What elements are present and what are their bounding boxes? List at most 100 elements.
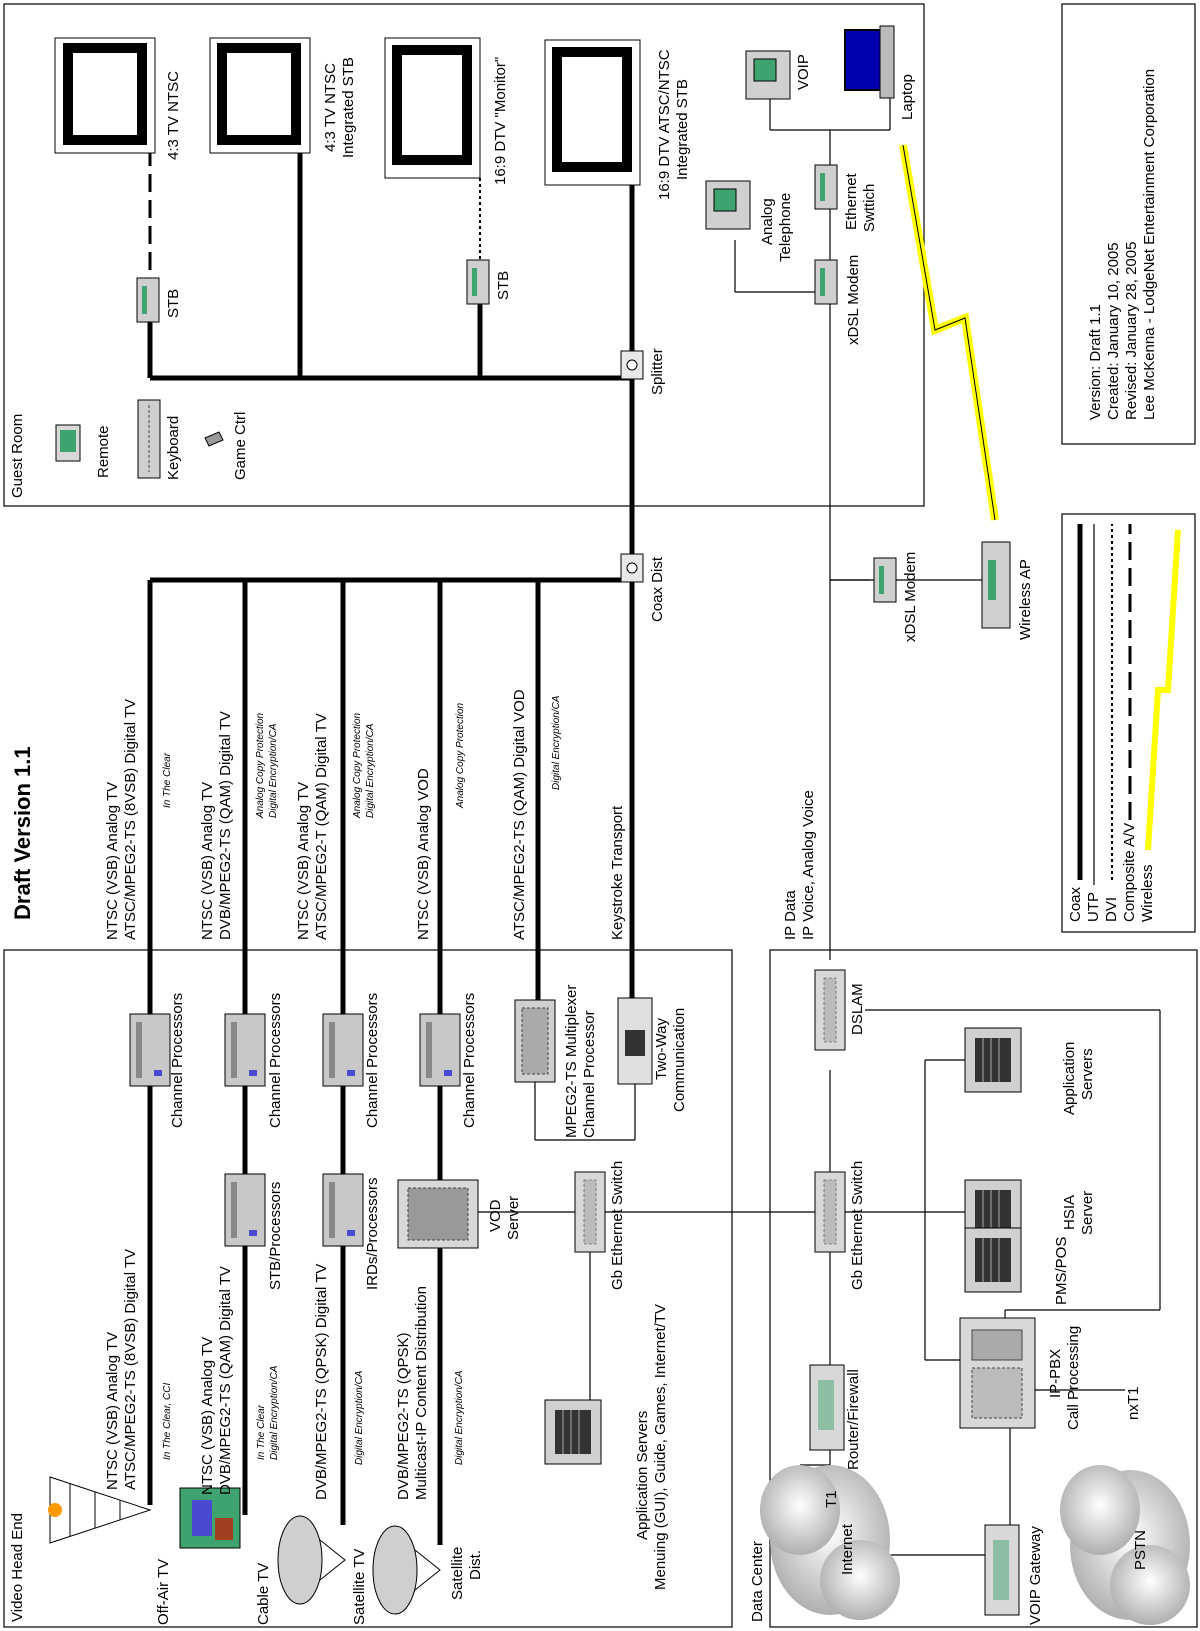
gb-switch-head-end-label: Gb Ethernet Switch [609, 1161, 626, 1290]
channel-processors-label-3: Channel Processors [364, 993, 381, 1128]
legend-wireless-bolt [1145, 529, 1181, 851]
xdsl-modem-room [814, 259, 838, 305]
legend-composite-label: Composite A/V [1121, 823, 1138, 922]
transport-5-line1: ATSC/MPEG2-TS (QAM) Digital VOD [511, 689, 528, 940]
stb-1 [136, 277, 160, 323]
transport-1-note: In The Clear [162, 752, 173, 808]
transport-2-line1: NTSC (VSB) Analog TV [199, 782, 216, 940]
transport-3-line2: ATSC/MPEG2-T (QAM) Digital TV [313, 713, 330, 940]
dtv-16-9-monitor: 16:9 DTV "Monitor" [384, 37, 509, 185]
pstn-cloud-icon [1060, 1465, 1190, 1625]
dc-app-label-2: Servers [1079, 1048, 1096, 1100]
channel-processor-2 [224, 1013, 266, 1087]
legend-dvi-label: DVI [1103, 897, 1120, 922]
analog-telephone-icon [705, 180, 751, 230]
channel-processors-label-4: Channel Processors [461, 993, 478, 1128]
version-line: Version: Draft 1.1 [1087, 304, 1104, 420]
video-head-end-frame [3, 949, 733, 1628]
cable-tv-icon [179, 1487, 241, 1549]
transport-1-line1: NTSC (VSB) Analog TV [104, 782, 121, 940]
data-center-label: Data Center [749, 1541, 766, 1622]
satellite-tv-dish-icon [277, 1515, 346, 1605]
wireless-ap-device [981, 541, 1011, 629]
revised-line: Revised: January 28, 2005 [1123, 242, 1140, 420]
tv2-label-1: 4:3 TV NTSC [322, 63, 339, 152]
channel-processor-4 [419, 1013, 461, 1087]
app-servers-label-2: Menuing (GUI), Guide, Games, Internet/TV [652, 1304, 669, 1590]
hsia-label-1: HSIA [1061, 1195, 1078, 1230]
t1-label: T1 [823, 1490, 840, 1508]
tv4-label-1: 16:9 DTV ATSC/NTSC [656, 49, 673, 200]
app-servers-label-1: Application Servers [634, 1411, 651, 1540]
data-center-frame [769, 949, 1198, 1628]
two-way-label-2: Communication [671, 1008, 688, 1112]
source-2-note1: In The Clear [256, 1404, 267, 1460]
gb-switch-data-center [814, 1171, 846, 1253]
source-4-line2: Multicast-IP Content Distribution [413, 1286, 430, 1500]
channel-processors-label-1: Channel Processors [169, 993, 186, 1128]
vod-label-1: VOD [487, 1199, 504, 1232]
transport-2-line2: DVB/MPEG2-TS (QAM) Digital TV [217, 711, 234, 940]
pstn-label: PSTN [1132, 1530, 1149, 1570]
transport-2-note2: Digital Encryption/CA [268, 723, 279, 818]
source-3-note: Digital Encryption/CA [354, 1370, 365, 1465]
internet-label: Internet [839, 1523, 856, 1575]
pms-label: PMS/POS [1053, 1237, 1070, 1305]
xdsl-room-label: xDSL Modem [845, 255, 862, 345]
application-servers-data-center [964, 1027, 1022, 1093]
game-controller-icon [204, 431, 224, 447]
ethernet-switch-room [814, 164, 838, 210]
hsia-label-2: Server [1079, 1191, 1096, 1235]
author-line: Lee McKenna - LodgeNet Entertainment Cor… [1141, 69, 1158, 420]
dtv-16-9-integrated-stb: 16:9 DTV ATSC/NTSC Integrated STB [544, 39, 691, 200]
vod-label-2: Server [505, 1196, 522, 1240]
ird-processors-device [322, 1173, 364, 1247]
cable-tv-label: Cable TV [255, 1563, 272, 1625]
source-3-line1: DVB/MPEG2-TS (QPSK) Digital TV [313, 1264, 330, 1500]
ippbx-label-1: IP-PBX [1047, 1349, 1064, 1398]
tv3-label: 16:9 DTV "Monitor" [492, 57, 509, 185]
transport-4-note: Analog Copy Protection [455, 702, 466, 809]
tv-4-3-integrated-stb: 4:3 TV NTSC Integrated STB [209, 37, 357, 158]
remote-label: Remote [95, 425, 112, 478]
dslam-device [814, 969, 846, 1051]
splitter-label: Splitter [649, 348, 666, 395]
tv2-label-2: Integrated STB [340, 57, 357, 158]
source-2-line2: DVB/MPEG2-TS (QAM) Digital TV [217, 1266, 234, 1495]
internet-cloud-icon [760, 1465, 900, 1620]
game-ctrl-label: Game Ctrl [232, 412, 249, 480]
dc-app-label-1: Application [1061, 1042, 1078, 1115]
gb-switch-head-end [574, 1171, 606, 1253]
tv-4-3-ntsc: 4:3 TV NTSC [54, 37, 182, 160]
laptop-label: Laptop [899, 74, 916, 120]
satellite-dist-label-2: Dist. [467, 1550, 484, 1580]
channel-processors-label-2: Channel Processors [267, 993, 284, 1128]
two-way-communication-device [617, 997, 653, 1085]
mux-label-1: MPEG2-TS Multiplexer [563, 985, 580, 1138]
stb-processors-label: STB/Processors [267, 1182, 284, 1290]
keyboard-label: Keyboard [165, 416, 182, 480]
transport-3-note2: Digital Encryption/CA [365, 723, 376, 818]
voip-gateway-device [984, 1524, 1020, 1616]
splitter-device [620, 350, 644, 380]
source-1-line1: NTSC (VSB) Analog TV [104, 1332, 121, 1490]
transport-5-note: Digital Encryption/CA [551, 695, 562, 790]
laptop-icon [844, 25, 895, 99]
gb-switch-data-center-label: Gb Ethernet Switch [849, 1161, 866, 1290]
source-2-note2: Digital Encryption/CA [269, 1365, 280, 1460]
satellite-dist-label-1: Satellite [449, 1547, 466, 1600]
source-4-note: Digital Encryption/CA [454, 1370, 465, 1465]
ippbx-label-2: Call Processing [1065, 1326, 1082, 1430]
voip-gateway-label: VOIP Gateway [1027, 1526, 1044, 1625]
two-way-label-1: Two-Way [653, 1018, 670, 1080]
created-line: Created: January 10, 2005 [1105, 242, 1122, 420]
ip-pbx-device [959, 1317, 1036, 1429]
router-label: Router/Firewall [845, 1369, 862, 1470]
satellite-dist-dish-icon [372, 1525, 441, 1615]
xdsl-modem-mid [873, 557, 897, 603]
satellite-tv-label: Satellite TV [351, 1549, 368, 1625]
stb-processors-device [224, 1173, 266, 1247]
ip-voice-label: IP Voice, Analog Voice [800, 790, 817, 940]
nxt1-label: nxT1 [1125, 1387, 1142, 1420]
pms-pos-server [964, 1227, 1022, 1293]
